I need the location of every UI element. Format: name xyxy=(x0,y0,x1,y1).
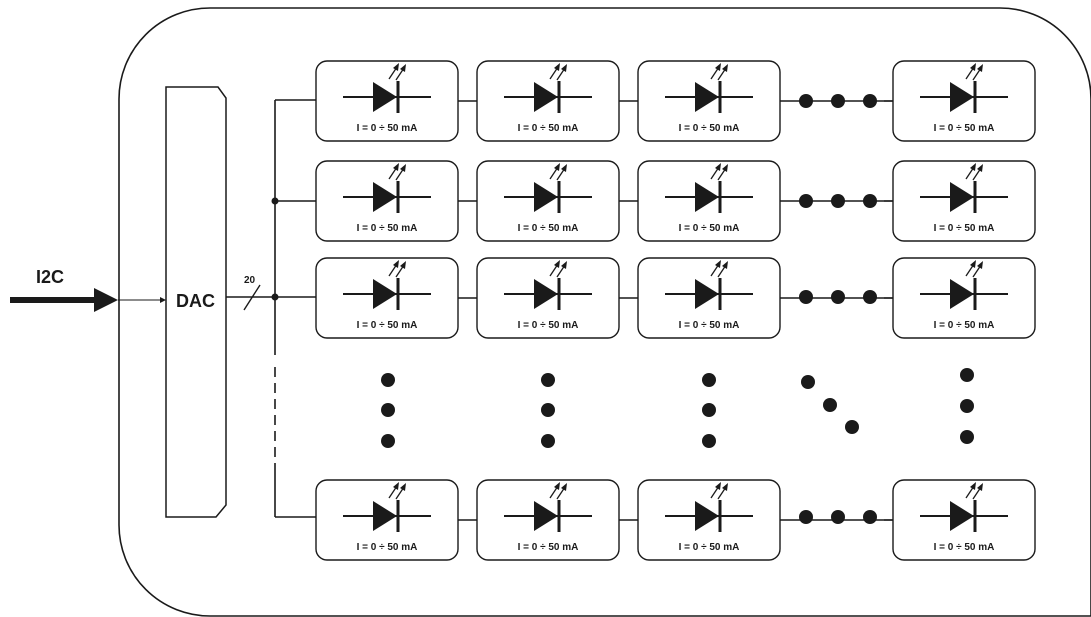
led-current-label: I = 0 ÷ 50 mA xyxy=(934,542,995,553)
ellipsis-dots xyxy=(381,94,974,524)
bus-width-label: 20 xyxy=(244,275,256,286)
column-ellipsis-dots xyxy=(381,368,974,448)
led-cell: I = 0 ÷ 50 mA xyxy=(315,160,459,242)
led-current-label: I = 0 ÷ 50 mA xyxy=(518,123,579,134)
led-cell: I = 0 ÷ 50 mA xyxy=(892,60,1036,142)
led-current-label: I = 0 ÷ 50 mA xyxy=(679,320,740,331)
led-cell: I = 0 ÷ 50 mA xyxy=(892,479,1036,561)
led-current-label: I = 0 ÷ 50 mA xyxy=(518,542,579,553)
led-cell: I = 0 ÷ 50 mA xyxy=(892,257,1036,339)
i2c-label: I2C xyxy=(36,267,64,287)
led-cell: I = 0 ÷ 50 mA xyxy=(476,257,620,339)
led-cell: I = 0 ÷ 50 mA xyxy=(476,60,620,142)
led-current-label: I = 0 ÷ 50 mA xyxy=(934,123,995,134)
led-current-label: I = 0 ÷ 50 mA xyxy=(518,320,579,331)
led-current-label: I = 0 ÷ 50 mA xyxy=(357,123,418,134)
led-cell: I = 0 ÷ 50 mA xyxy=(637,60,781,142)
led-cell: I = 0 ÷ 50 mA xyxy=(476,479,620,561)
diagonal-ellipsis-dots xyxy=(801,375,859,434)
led-matrix: I = 0 ÷ 50 mA I = 0 ÷ 50 mA I = 0 ÷ 50 mA I… xyxy=(315,60,1036,561)
led-current-label: I = 0 ÷ 50 mA xyxy=(357,320,418,331)
led-cell: I = 0 ÷ 50 mA xyxy=(892,160,1036,242)
led-current-label: I = 0 ÷ 50 mA xyxy=(357,223,418,234)
led-current-label: I = 0 ÷ 50 mA xyxy=(679,223,740,234)
dac-label: DAC xyxy=(176,291,215,311)
led-current-label: I = 0 ÷ 50 mA xyxy=(357,542,418,553)
dac-input-line xyxy=(118,297,166,303)
led-cell: I = 0 ÷ 50 mA xyxy=(637,160,781,242)
led-cell: I = 0 ÷ 50 mA xyxy=(315,479,459,561)
led-cell: I = 0 ÷ 50 mA xyxy=(637,479,781,561)
i2c-arrow-icon xyxy=(10,288,118,312)
led-cell: I = 0 ÷ 50 mA xyxy=(315,257,459,339)
enclosure-outline xyxy=(118,7,1091,617)
led-current-label: I = 0 ÷ 50 mA xyxy=(679,123,740,134)
led-current-label: I = 0 ÷ 50 mA xyxy=(518,223,579,234)
led-cell: I = 0 ÷ 50 mA xyxy=(637,257,781,339)
led-current-label: I = 0 ÷ 50 mA xyxy=(934,223,995,234)
led-cell: I = 0 ÷ 50 mA xyxy=(476,160,620,242)
bus-width-slash xyxy=(243,284,261,311)
led-current-label: I = 0 ÷ 50 mA xyxy=(679,542,740,553)
led-cell: I = 0 ÷ 50 mA xyxy=(315,60,459,142)
dac-block xyxy=(165,86,227,518)
row-ellipsis-dots xyxy=(799,94,877,524)
led-current-label: I = 0 ÷ 50 mA xyxy=(934,320,995,331)
